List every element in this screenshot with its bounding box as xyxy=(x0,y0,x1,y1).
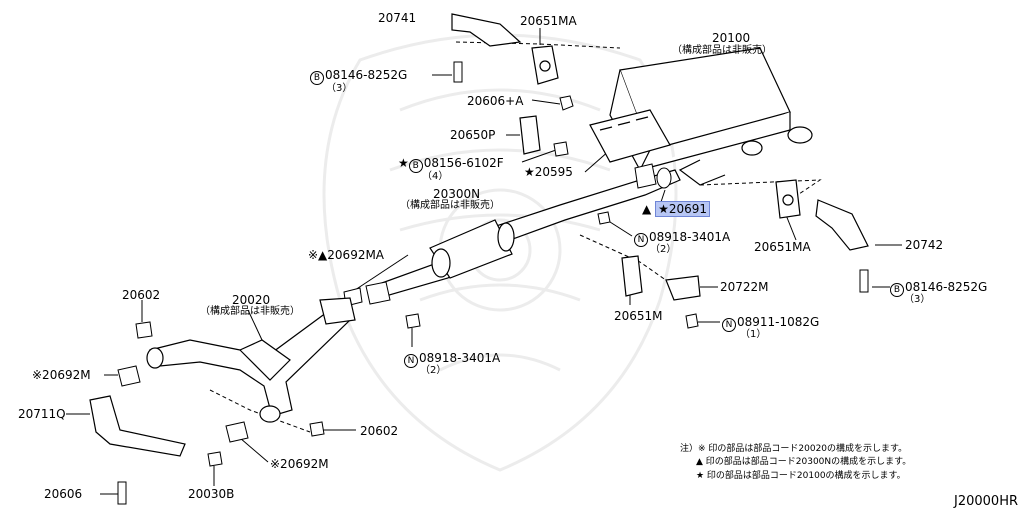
nut-20030b-shape xyxy=(207,451,223,467)
label-08156-code: 08156-6102F xyxy=(423,156,504,170)
label-08918-mid-qty: （2） xyxy=(420,365,447,376)
circle-n-icon: N xyxy=(404,354,418,368)
mount-20650p-shape xyxy=(519,115,541,155)
main-muffler-shape xyxy=(589,47,813,186)
label-20030b[interactable]: 20030B xyxy=(188,487,235,501)
nut-08911-shape xyxy=(685,313,699,329)
label-20722m[interactable]: 20722M xyxy=(720,280,769,294)
watermark-crest xyxy=(322,33,678,472)
leader-20692ma xyxy=(354,254,409,291)
leader-20606a xyxy=(531,99,561,105)
bolt-08146-top-shape xyxy=(453,61,463,83)
label-20602-bottom[interactable]: 20602 xyxy=(360,424,399,438)
triangle-icon: ▲ xyxy=(642,202,652,216)
gasket-20691-shape xyxy=(656,167,672,189)
bracket-20711q-shape xyxy=(89,395,186,457)
label-20651m[interactable]: 20651M xyxy=(614,309,663,323)
dashed-guide-right xyxy=(699,179,822,201)
bracket-20722m-shape xyxy=(665,275,701,301)
label-20100[interactable]: 20100 xyxy=(712,31,751,45)
nut-08918-top-shape xyxy=(597,211,611,225)
circle-b-icon: B xyxy=(890,283,904,297)
label-08146-right-code: 08146-8252G xyxy=(905,280,988,294)
label-20742[interactable]: 20742 xyxy=(905,238,944,252)
front-y-pipe-shape xyxy=(146,297,356,423)
nut-20602-left-shape xyxy=(135,321,153,339)
leader-20692m-bottom xyxy=(239,437,269,463)
leader-08918-top xyxy=(609,221,633,237)
nut-08918-mid-shape xyxy=(405,313,421,329)
label-20300n-note: （構成部品は非販売） xyxy=(400,200,500,211)
gasket-20692m-bottom-shape xyxy=(225,421,249,443)
label-20711q[interactable]: 20711Q xyxy=(18,407,66,421)
label-08146-right-qty: （3） xyxy=(904,294,931,305)
label-20651ma-right[interactable]: 20651MA xyxy=(754,240,811,254)
label-20606a[interactable]: 20606+A xyxy=(467,94,524,108)
label-20650p[interactable]: 20650P xyxy=(450,128,496,142)
label-08911-code: 08911-1082G xyxy=(737,315,820,329)
center-pipe-shape xyxy=(367,169,681,301)
bracket-20742-shape xyxy=(815,199,869,251)
bracket-20741-shape xyxy=(451,13,522,47)
leader-20651ma-right xyxy=(785,214,797,241)
label-20300n[interactable]: 20300N xyxy=(433,187,481,201)
label-08146-top-code: 08146-8252G xyxy=(325,68,408,82)
circle-b-icon: B xyxy=(408,159,423,173)
label-20100-note: （構成部品は非販売） xyxy=(672,45,772,56)
mount-20651m-shape xyxy=(621,255,643,297)
label-08918-top-code: 08918-3401A xyxy=(649,230,731,244)
label-20691-highlight: ★20691 xyxy=(655,201,710,217)
note-line-3: ★ 印の部品は部品コード20100の構成を示します。 xyxy=(696,471,906,481)
gasket-20692m-left-shape xyxy=(117,365,141,387)
label-08918-top-qty: （2） xyxy=(650,244,677,255)
label-08156-qty: （4） xyxy=(422,171,449,182)
diagram-code: J20000HR xyxy=(954,494,1018,509)
flange-20595-shape xyxy=(634,163,657,189)
bolt-20606a-shape xyxy=(559,95,574,111)
label-20020[interactable]: 20020 xyxy=(232,293,271,307)
label-08146-top-qty: （3） xyxy=(326,83,353,94)
label-20595[interactable]: ★20595 xyxy=(524,165,573,179)
label-08918-mid-code: 08918-3401A xyxy=(419,351,501,365)
leader-20020 xyxy=(247,309,263,341)
label-20692ma[interactable]: ※▲20692MA xyxy=(308,248,385,262)
flange-front-shape xyxy=(365,281,391,305)
leader-08156 xyxy=(521,149,557,163)
star-icon: ★ xyxy=(398,156,409,170)
nut-20602-bottom-shape xyxy=(309,421,325,437)
label-20602-left[interactable]: 20602 xyxy=(122,288,161,302)
label-08911-qty: （1） xyxy=(740,329,767,340)
circle-n-icon: N xyxy=(722,318,736,332)
bolt-08146-right-shape xyxy=(859,269,869,293)
circle-n-icon: N xyxy=(634,233,648,247)
label-20692m-bottom[interactable]: ※20692M xyxy=(270,457,329,471)
bolt-20606-shape xyxy=(117,481,127,505)
note-line-2: ▲ 印の部品は部品コード20300Nの構成を示します。 xyxy=(696,457,912,467)
label-20651ma-top[interactable]: 20651MA xyxy=(520,14,577,28)
note-line-1: 注）※ 印の部品は部品コード20020の構成を示します。 xyxy=(680,444,908,454)
dashed-guide-top xyxy=(455,41,621,49)
label-20692m-left[interactable]: ※20692M xyxy=(32,368,91,382)
dashed-guide-front xyxy=(209,389,311,433)
bolt-08156-shape xyxy=(553,141,569,157)
label-20606[interactable]: 20606 xyxy=(44,487,83,501)
label-20691[interactable]: ▲ ★20691 xyxy=(642,201,710,217)
label-20020-note: （構成部品は非販売） xyxy=(200,306,300,317)
label-20741[interactable]: 20741 xyxy=(378,11,417,25)
circle-b-icon: B xyxy=(310,71,324,85)
